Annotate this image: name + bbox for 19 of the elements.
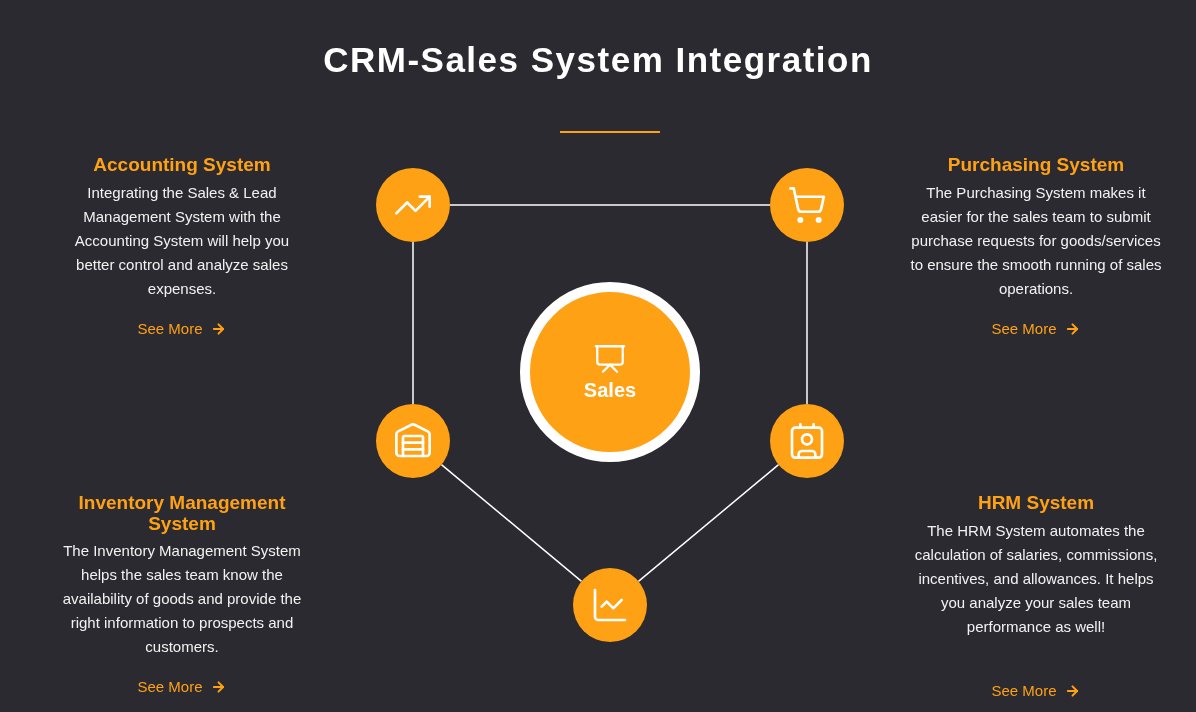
description-text: Integrating the Sales & Lead Management System with the Accounting System will help you better control and analyze sales expenses. — [73, 183, 291, 299]
description-text: The HRM System automates the calculation of salaries, commissions, incentives, and allowances. It helps you analyze your sales team performance as well! — [913, 521, 1159, 637]
section-heading: HRM System — [976, 492, 1096, 513]
see-more-link: See More — [991, 319, 1081, 339]
description-text: The Purchasing System makes it easier for the sales team to submit purchase requests for goods/services to ensure the smooth running of sales operations. — [909, 183, 1163, 299]
see-more-link: See More — [991, 681, 1081, 701]
see-more-link: See More — [137, 677, 227, 697]
node-label: Sales — [583, 378, 637, 402]
section-heading: Accounting System — [92, 154, 272, 175]
connector-line — [440, 463, 583, 583]
connector-line — [412, 241, 414, 405]
section-heading: Inventory Management System — [77, 492, 287, 534]
connector-line — [449, 204, 771, 206]
description-text: The Inventory Management System helps the sales team know the availability of goods and provide the right information to prospects and customers. — [61, 541, 303, 657]
see-more-link: See More — [137, 319, 227, 339]
connector-line — [806, 241, 808, 405]
connector-line — [637, 463, 780, 583]
section-heading: Purchasing System — [946, 154, 1126, 175]
page-title: CRM-Sales System Integration — [323, 39, 873, 81]
